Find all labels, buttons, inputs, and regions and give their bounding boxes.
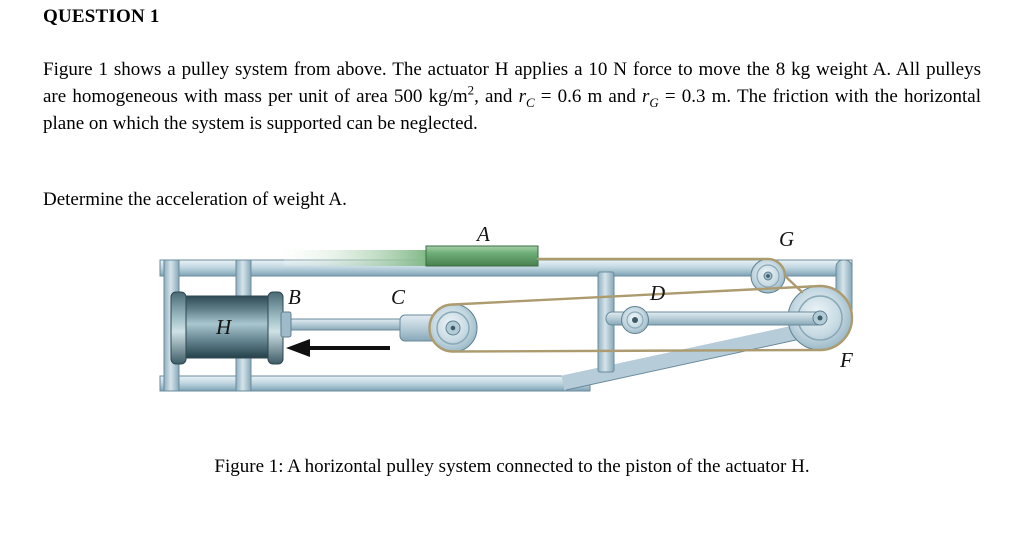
cable-wrap-f [818,284,854,352]
problem-text-3: = 0.6 m and [534,86,642,107]
figure-caption: Figure 1: A horizontal pulley system con… [214,456,810,477]
pulley-system-figure: A B C D G F H [159,222,854,392]
problem-text-2: , and [474,86,519,107]
diagonal-brace-edge [565,329,843,391]
green-track [284,250,426,266]
bottom-rail [159,375,591,392]
force-arrow-icon [286,339,390,357]
cable-c-to-f-bottom [451,348,822,353]
label-b: B [288,285,301,309]
weight-a-block [425,245,539,267]
label-f: F [839,348,853,372]
problem-statement: Figure 1 shows a pulley system from abov… [43,56,981,137]
actuator-h [170,291,284,365]
label-d: D [649,281,665,305]
rod-joint-b [280,311,292,338]
cables [428,257,854,353]
task-statement: Determine the acceleration of weight A. [43,189,347,210]
figure-labels: A B C D G F H [215,222,853,372]
pulley-d [621,306,649,334]
cable-a-to-g [536,257,804,294]
actuator-cap-left [170,291,187,365]
label-a: A [475,222,490,246]
label-h: H [215,315,233,339]
exponent-2: 2 [467,82,475,98]
cable-wrap-c [428,303,455,353]
cable-c-to-f-top [451,284,822,306]
problem-text-4: = 0.3 m. The friction with the horizonta… [43,86,982,134]
problem-text-1: Figure 1 shows a pulley system from abov… [43,59,981,107]
question-heading: QUESTION 1 [43,6,160,27]
label-c: C [391,285,406,309]
var-r-g: r [642,86,650,107]
pulley-c [428,303,478,353]
pulley-f-axle [817,315,823,321]
subscript-c: C [525,94,535,110]
subscript-g: G [649,94,659,110]
pulley-g [750,258,786,294]
piston-rod [282,318,406,331]
label-g: G [779,227,794,251]
var-r-c: r [518,86,526,107]
